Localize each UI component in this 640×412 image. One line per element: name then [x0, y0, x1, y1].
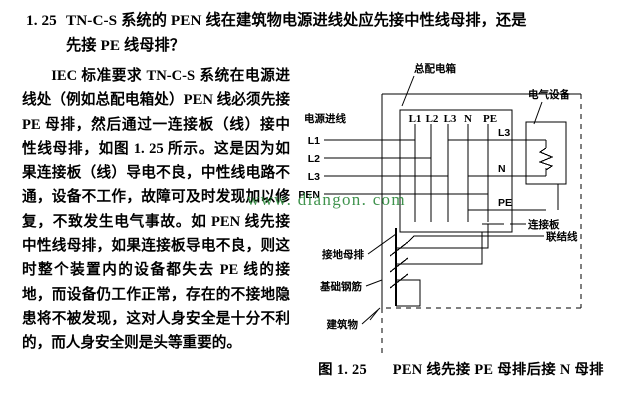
label-outgoing-N: N	[498, 163, 506, 175]
label-earthing-busbar: 接地母排	[322, 248, 364, 261]
leader-distribution-box	[401, 75, 415, 107]
leader-electrical-equipment	[533, 101, 543, 125]
label-incoming-supply: 电源进线	[304, 112, 346, 125]
figure-diagram: 总配电箱 电源进线 L1 L2 L3 PEN L1 L2 L3 N PE L3 …	[296, 58, 640, 406]
label-outgoing-PE: PE	[498, 197, 512, 209]
label-busbar-PE: PE	[483, 113, 497, 125]
label-busbar-L1: L1	[409, 113, 422, 125]
bond-mark-1	[389, 241, 409, 257]
electrical-equipment-box	[525, 121, 567, 185]
bond-mark-3	[389, 273, 409, 289]
label-busbar-N: N	[464, 113, 472, 125]
label-busbar-L3: L3	[444, 113, 457, 125]
caption-figure-number: 图 1. 25	[318, 362, 367, 378]
label-foundation-rebar: 基础钢筋	[319, 280, 362, 293]
label-connection-plate: 连接板	[528, 218, 560, 231]
label-bonding-conductor: 联结线	[546, 230, 578, 243]
wiring-diagram-svg: 总配电箱 电源进线 L1 L2 L3 PEN L1 L2 L3 N PE L3 …	[298, 62, 582, 358]
label-incoming-L3: L3	[308, 171, 320, 183]
label-distribution-box: 总配电箱	[414, 62, 456, 75]
label-electrical-equipment: 电气设备	[528, 88, 570, 101]
leader-earthing-busbar	[367, 233, 397, 255]
heading-number: 1. 25	[26, 12, 57, 29]
body-paragraph: IEC 标准要求 TN-C-S 系统在电源进线处（例如总配电箱处）PEN 线必须…	[22, 68, 294, 352]
page-title: 1. 25 TN-C-S 系统的 PEN 线在建筑物电源进线处应先接中性线母排，还…	[26, 8, 618, 58]
heading-line-1: TN-C-S 系统的 PEN 线在建筑物电源进线处应先接中性线母排，还是	[66, 12, 527, 29]
label-incoming-L2: L2	[308, 153, 320, 165]
label-incoming-PEN: PEN	[298, 189, 320, 201]
label-busbar-L2: L2	[426, 113, 439, 125]
heading-line-2: 先接 PE 线母排？	[66, 37, 186, 54]
body-text-column: IEC 标准要求 TN-C-S 系统在电源进线处（例如总配电箱处）PEN 线必须…	[22, 64, 290, 356]
distribution-box-outline	[399, 109, 513, 233]
label-incoming-L1: L1	[308, 135, 320, 147]
bonding-conductor-main-kink	[407, 235, 415, 243]
bond-mark-2	[389, 257, 409, 273]
leader-building-2	[369, 309, 379, 321]
label-building: 建筑物	[326, 318, 359, 331]
foundation-rebar-loop	[396, 279, 421, 307]
equipment-load-symbol	[538, 147, 554, 171]
label-outgoing-L3: L3	[498, 127, 510, 139]
leader-foundation-rebar	[365, 279, 383, 287]
figure-caption: 图 1. 25 PEN 线先接 PE 母排后接 N 母排	[296, 358, 626, 379]
caption-text: PEN 线先接 PE 母排后接 N 母排	[392, 362, 604, 378]
